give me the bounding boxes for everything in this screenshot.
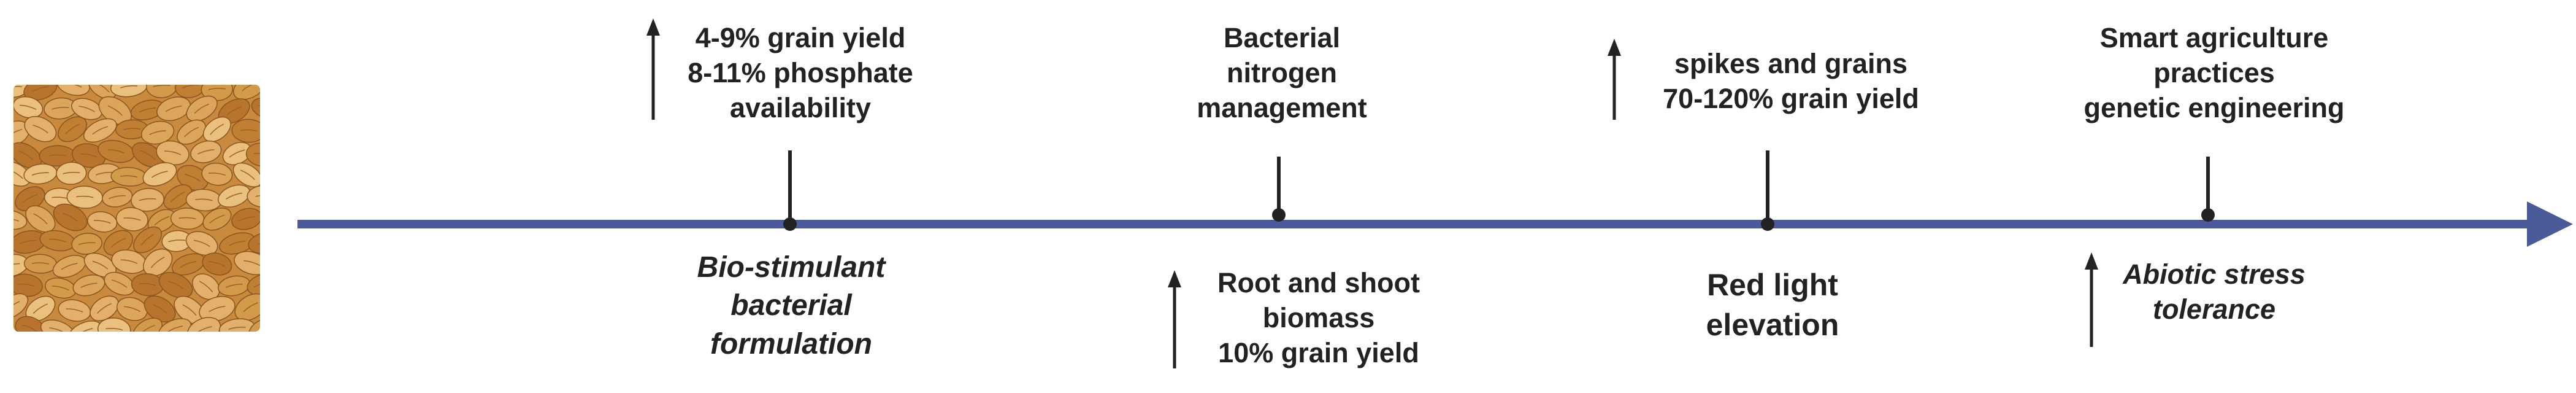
milestone-1-above-label: 4-9% grain yield 8-11% phosphate availab… (688, 22, 913, 124)
milestone-3-above-label: spikes and grains 70-120% grain yield (1663, 48, 1919, 115)
milestone-4-below-label: Abiotic stress tolerance (2123, 259, 2306, 325)
up-arrow-icon (1168, 270, 1181, 368)
milestone-3-below-label: Red light elevation (1706, 268, 1839, 342)
milestone-2-above-label: Bacterial nitrogen management (1197, 22, 1367, 124)
milestone-4-above-label: Smart agriculture practices genetic engi… (2083, 22, 2345, 124)
axis-arrowhead (2527, 201, 2573, 247)
up-arrow-icon (1608, 39, 1621, 120)
milestone-1-below-label: Bio-stimulant bacterial formulation (697, 251, 886, 360)
tick-dot-1 (783, 217, 797, 231)
up-arrow-icon (646, 18, 660, 120)
wheat-grains-photo (13, 85, 260, 332)
up-arrow-icon (2085, 252, 2098, 347)
milestone-2-below-label: Root and shoot biomass 10% grain yield (1217, 267, 1420, 369)
tick-dot-2 (1272, 208, 1286, 222)
tick-dot-4 (2201, 208, 2215, 222)
tick-dot-3 (1761, 217, 1774, 231)
